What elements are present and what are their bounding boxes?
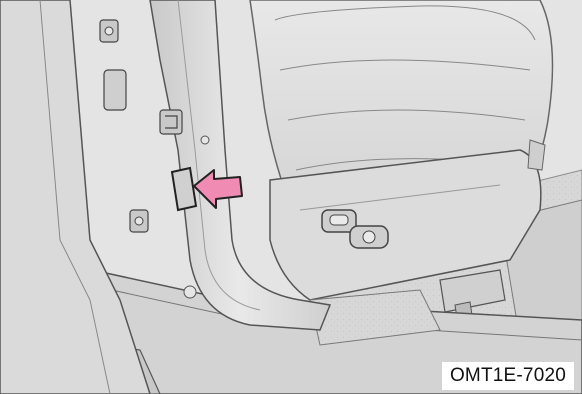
pillar-hole-icon xyxy=(201,136,209,144)
figure-code: OMT1E-7020 xyxy=(442,362,574,390)
door-striker-icon xyxy=(160,110,182,134)
pillar-hole-icon xyxy=(184,286,196,298)
